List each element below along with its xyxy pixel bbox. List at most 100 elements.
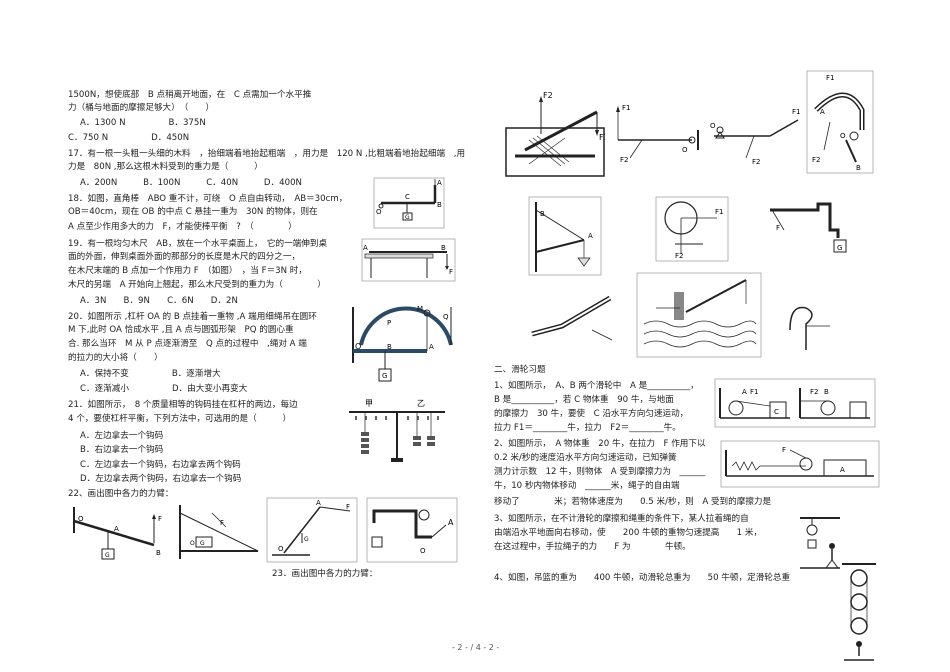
fig-label: B <box>437 201 442 209</box>
option-line: C．750 N D．450N <box>68 133 190 143</box>
text-line: 力（桶与地面的摩擦足够大） （ ） <box>68 103 215 113</box>
fig-label: B <box>856 164 861 172</box>
fig-label: C <box>774 408 779 416</box>
text-line: 面的外面，伸到桌面外面的那部分的长度是木尺的四分之一， <box>68 252 301 262</box>
fig-label: G <box>382 372 387 380</box>
fig-label: F1 <box>622 104 630 112</box>
text-line: 在木尺末端的 B 点加一个作用力 F （如图） ，当 F＝3N 时， <box>68 266 307 276</box>
fig-label: Q <box>443 313 449 321</box>
fig-label: A <box>588 232 593 240</box>
fig-label: O <box>376 208 382 216</box>
fig-label: A <box>437 179 442 187</box>
text-line: 0.2 米/秒的速度沿水平方向匀速运动，已知弹簧 <box>494 453 677 463</box>
figure-p22b: F G O <box>179 505 259 559</box>
text-line: B 是__________，若 C 物体重 90 牛，与地面 <box>494 395 674 405</box>
text-line: 的拉力的大小将（ ） <box>68 353 163 363</box>
fig-label: B <box>540 210 545 218</box>
fig-label: F <box>782 446 786 454</box>
figure-prob18: A C B O G <box>373 177 445 229</box>
figure-person-pulley <box>800 517 840 569</box>
option-line: A．3N B．9N C．6N D．2N <box>80 296 238 306</box>
figure-curved-rod <box>531 295 613 341</box>
fig-label: O <box>682 146 688 154</box>
fig-label: B <box>824 388 829 396</box>
text-line: 由端沿水平地面向右移动，使 200 牛顿的重物匀速提高 1 米， <box>494 528 762 538</box>
fig-label: O <box>190 540 195 547</box>
figure-spring-pulley: F A <box>720 440 880 488</box>
fig-label: A <box>429 343 434 351</box>
figure-barge <box>636 272 762 358</box>
figure-lever2: O F1 F2 <box>710 108 800 166</box>
fig-label: O <box>710 122 716 130</box>
figure-lever1: F1 O F2 <box>616 104 699 164</box>
fig-label: F2 <box>810 388 818 396</box>
fig-label: F2 <box>543 91 553 100</box>
fig-label: G <box>837 244 842 252</box>
fig-label: A <box>840 466 845 474</box>
figure-p22c: A F O G <box>266 497 358 563</box>
fig-label: G <box>405 214 410 221</box>
pulley-question-1: 1、如图所示， A、B 两个滑轮中 A 是__________， <box>494 381 699 391</box>
figure-p22d: A O <box>366 497 458 563</box>
fig-label: F1 <box>750 388 758 396</box>
fig-label: B <box>387 343 392 351</box>
fig-label: F1 <box>599 133 605 142</box>
figure-pulley1: A F1 B F2 C <box>714 378 876 428</box>
fig-label: G <box>304 536 309 543</box>
text-line: M 下,此时 OA 恰成水平 ,且 A 点与圆弧形架 PQ 的圆心重 <box>68 325 294 335</box>
figure-crowbar: F2 F1 <box>505 91 605 177</box>
fig-label: O <box>420 547 426 555</box>
text-line: 牛，10 秒内物体移动 ______米，绳子的自由端 <box>494 481 680 491</box>
figure-prob19: A B F <box>361 238 456 282</box>
option-line: B．右边拿去一个钩码 <box>80 445 164 455</box>
pulley-question-4: 4、如图，吊篮的重为 400 牛顿，动滑轮总重为 50 牛顿，定滑轮总重 <box>494 573 791 583</box>
fig-label: F1 <box>826 74 834 82</box>
fig-label: F2 <box>620 156 628 164</box>
text-line: A 点至少作用多大的力 F，才能使棒平衡 ? （ ） <box>68 222 297 232</box>
text-line: 的摩擦力 30 牛，要使 C 沿水平方向匀速运动， <box>494 409 689 419</box>
text-line: OB＝40cm，现在 OB 的中点 C 悬挂一重为 30N 的物体，则在 <box>68 207 318 217</box>
fig-label: B <box>156 549 161 557</box>
text-line: 合. 那么当环 M 从 P 点逐渐滑至 Q 点的过程中 ,绳对 A 端 <box>68 339 307 349</box>
option-line: A．1300 N B．375N <box>80 118 206 128</box>
fig-label: 乙 <box>417 399 425 408</box>
pulley-question-2: 2、如图所示， A 物体重 20 牛，在拉力 F 作用下以 <box>494 439 706 449</box>
fig-label: F <box>220 519 224 527</box>
fig-label: A <box>363 244 368 252</box>
fig-label: F2 <box>812 156 820 164</box>
page-footer: - 2 - / 4 - 2 - <box>452 643 500 652</box>
fig-label: C <box>405 193 410 201</box>
option-line: C．逐渐减小 D．由大变小再变大 <box>80 384 248 394</box>
fig-label: F2 <box>752 158 760 166</box>
pulley-question-3: 3、如图所示，在不计滑轮的摩擦和绳重的条件下，某人拉着绳的自 <box>494 514 749 524</box>
fig-label: F2 <box>675 252 683 260</box>
figure-wheel: F1 F2 <box>655 196 729 262</box>
option-line: A．200N B．100N C．40N D．400N <box>80 178 302 188</box>
fig-label: F <box>346 503 350 511</box>
fig-label: B <box>441 244 446 252</box>
figure-prob21: 甲 乙 <box>349 399 445 462</box>
fig-label: A <box>820 108 825 116</box>
fig-label: O <box>278 545 284 553</box>
figure-hook: F1 F2 A O B <box>806 70 874 174</box>
section-heading: 二、滑轮习题 <box>494 365 546 375</box>
question-21: 21．如图所示， 8 个质量相等的钩码挂在杠杆的两边，每边 <box>68 400 298 410</box>
fig-label: F1 <box>715 208 723 216</box>
text-line: 4 个，要使杠杆平衡，下列方法中，可选用的是（ ） <box>68 414 292 424</box>
question-18: 18．如图，直角棒 ABO 重不计，可绕 O 点自由转动， AB＝30cm， <box>68 194 348 204</box>
question-19: 19．有一根均匀木尺 AB，放在一个水平桌面上， 它的一端伸到桌 <box>68 239 328 249</box>
fig-label: F1 <box>792 108 800 116</box>
fig-label: F <box>449 268 453 276</box>
figure-prob20: P M Q O B A G <box>352 305 453 382</box>
fig-label: A <box>316 499 321 507</box>
question-22: 22、画出图中各力的力臂： <box>68 489 174 499</box>
fig-label: O <box>840 132 846 140</box>
fig-label: A <box>114 525 119 533</box>
option-line: D．左边拿去两个钩码，右边拿去一个钩码 <box>80 474 242 484</box>
fig-label: 甲 <box>365 399 373 408</box>
fig-label: F <box>776 224 780 232</box>
fig-label: M <box>417 305 423 313</box>
text-line: 测力计示数 12 牛，则物体 A 受到摩擦力为 ______ <box>494 467 706 477</box>
text-line: 1500N，想使底部 B 点稍离开地面，在 C 点需加一个水平推 <box>68 90 312 100</box>
text-line: 拉力 F1＝________牛，拉力 F2＝________牛。 <box>494 423 681 433</box>
